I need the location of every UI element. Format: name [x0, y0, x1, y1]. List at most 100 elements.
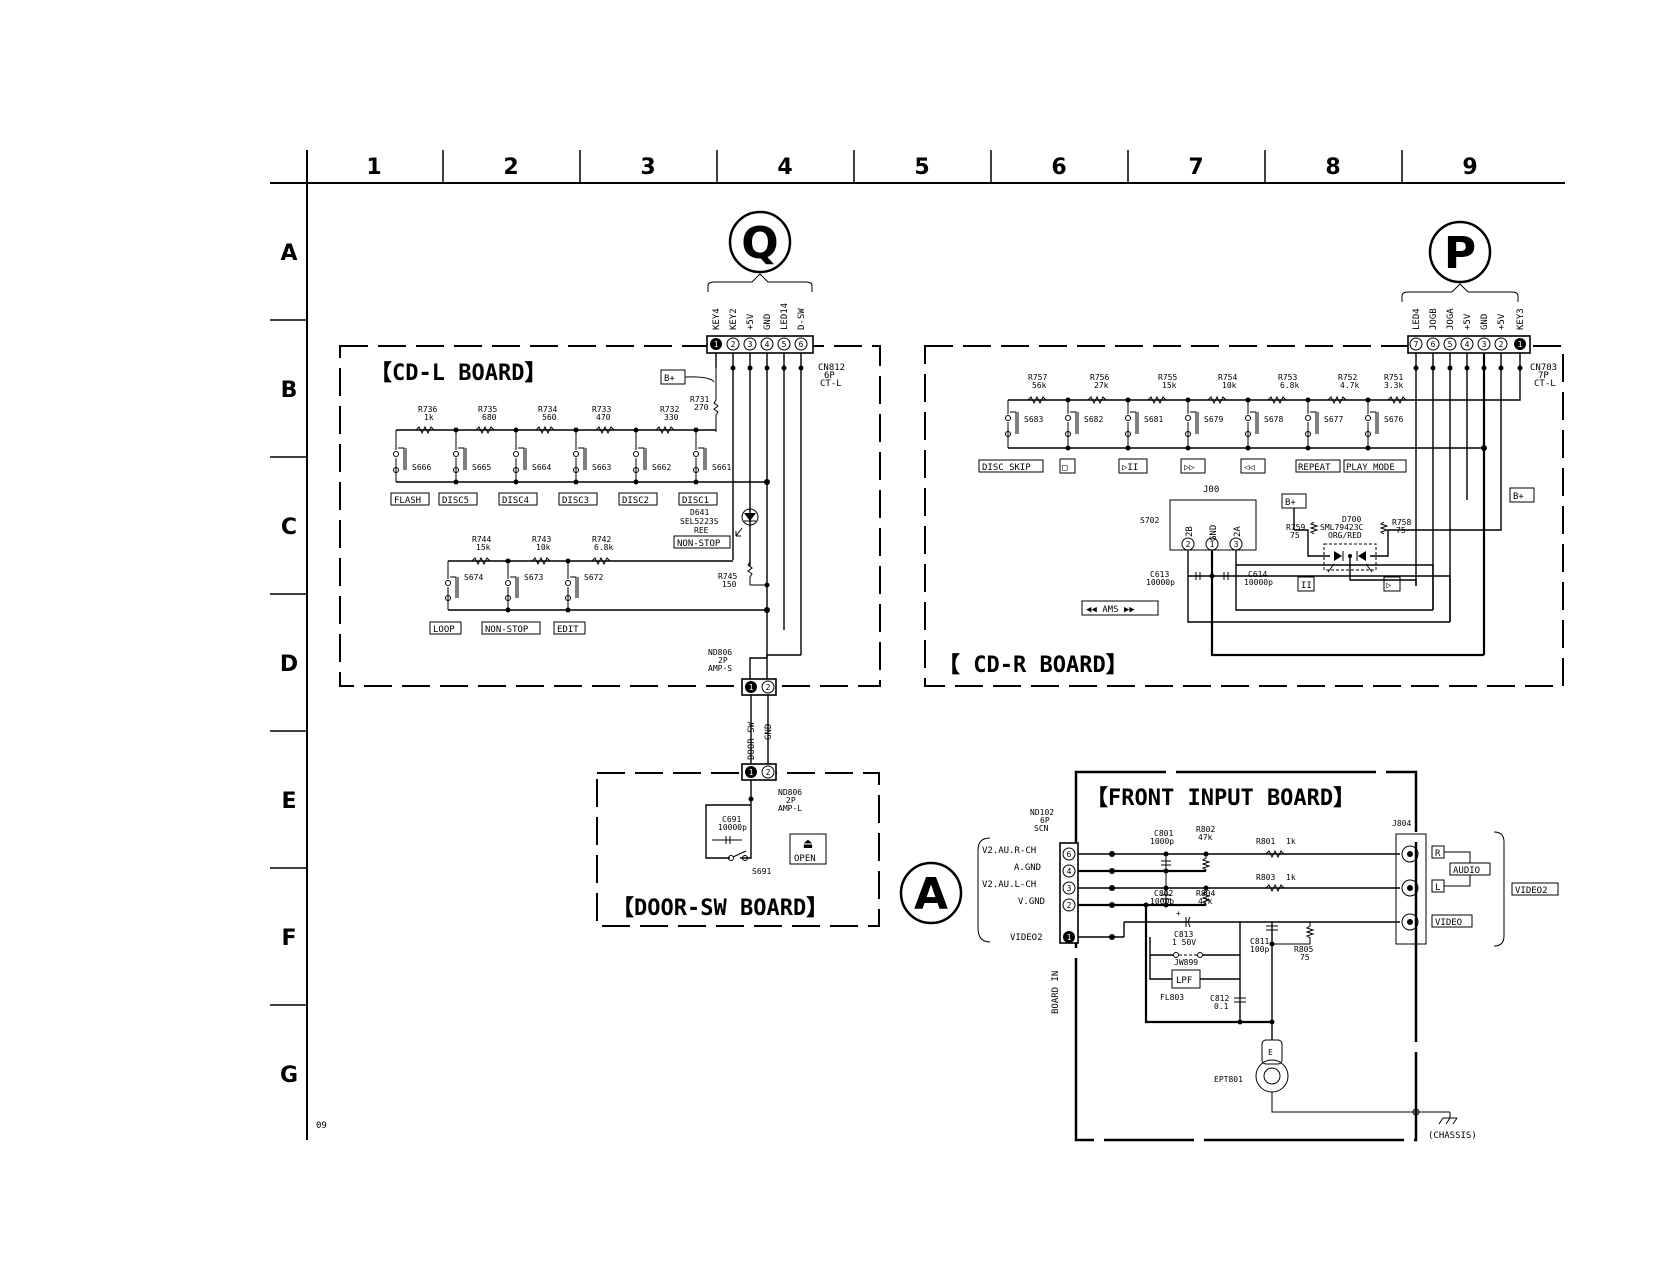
- cdr-bplus-2: B+: [1513, 492, 1524, 502]
- chassis-label: (CHASSIS): [1428, 1131, 1477, 1141]
- btn-flash: FLASH: [394, 496, 421, 506]
- r736-value: 1k: [424, 413, 434, 422]
- r756-value: 27k: [1094, 381, 1109, 390]
- open-label: OPEN: [794, 854, 816, 864]
- grid-row-c: C: [281, 515, 297, 540]
- door-board: 1 2 ND806 2P AMP-L C691 10000p S691 ⏏ OP…: [596, 763, 880, 927]
- wire-door-sw: DOOR SW: [747, 721, 757, 760]
- nd806s-pin-2: 2: [766, 683, 771, 692]
- cn812-ref: CN812: [818, 363, 845, 373]
- cdr-switches: [1005, 400, 1379, 448]
- cdl-title: 【CD-L BOARD】: [370, 361, 546, 386]
- r736-ref: R736: [418, 405, 437, 414]
- r731-value: 270: [694, 403, 709, 412]
- r755-ref: R755: [1158, 373, 1177, 382]
- page-code: 09: [316, 1121, 327, 1131]
- r744-value: 15k: [476, 543, 491, 552]
- jog-num-1: 1: [1210, 540, 1215, 549]
- led-d641-icon: [744, 513, 756, 521]
- s691: S691: [752, 867, 771, 876]
- c801-ref: C801: [1154, 829, 1173, 838]
- r756-ref: R756: [1090, 373, 1109, 382]
- c812-ref: C812: [1210, 994, 1229, 1003]
- nd806l-type: AMP-L: [778, 804, 802, 813]
- c691-value: 10000p: [718, 823, 747, 832]
- cn812-desc: 6P: [824, 371, 835, 381]
- btn-disc2: DISC2: [622, 496, 649, 506]
- cn703-pin-2: 2: [1499, 340, 1504, 349]
- s676: S676: [1384, 415, 1403, 424]
- cn812-pin-5: 5: [782, 340, 787, 349]
- cn703-desc: 7P: [1538, 371, 1549, 381]
- btn-play-mode: PLAY MODE: [1346, 463, 1395, 473]
- c801-value: 1000p: [1150, 837, 1174, 846]
- cdr-board: 【 CD-R BOARD】 7 6 5 4 3 2 1 LED4 JOGB JO…: [924, 308, 1564, 687]
- r732-value: 330: [664, 413, 679, 422]
- r733-ref: R733: [592, 405, 611, 414]
- jw899: JW899: [1174, 958, 1198, 967]
- r742-ref: R742: [592, 535, 611, 544]
- r733-value: 470: [596, 413, 611, 422]
- cn703-label-key3: KEY3: [1516, 308, 1526, 330]
- c614-value: 10000p: [1244, 578, 1273, 587]
- r745-value: 150: [722, 580, 737, 589]
- r757-ref: R757: [1028, 373, 1047, 382]
- cn703-pin-7: 7: [1414, 340, 1419, 349]
- cdr-resistors: [1027, 395, 1407, 405]
- board-in: BOARD IN: [1051, 971, 1061, 1014]
- grid-frame: [270, 150, 1565, 1140]
- btn-stop: □: [1062, 463, 1068, 473]
- nd806s-desc: 2P: [718, 656, 728, 665]
- s665: S665: [472, 463, 491, 472]
- grid-col-1: 1: [366, 155, 381, 180]
- wire-gnd: GND: [764, 724, 774, 740]
- grid-col-7: 7: [1188, 155, 1203, 180]
- s678: S678: [1264, 415, 1283, 424]
- c802-value: 1000p: [1150, 897, 1174, 906]
- cn703-pin-4: 4: [1465, 340, 1470, 349]
- cn812-pin-1: 1: [714, 340, 719, 349]
- jack-video: VIDEO: [1435, 918, 1462, 928]
- d700-part: SML79423C: [1320, 523, 1364, 532]
- s661: S661: [712, 463, 731, 472]
- r744-ref: R744: [472, 535, 491, 544]
- c691-ref: C691: [722, 815, 741, 824]
- nd102-type: SCN: [1034, 824, 1049, 833]
- r732-ref: R732: [660, 405, 679, 414]
- c813-plus: +: [1176, 909, 1181, 918]
- sig-video2: VIDEO2: [1010, 933, 1043, 943]
- cdr-bplus: B+: [1285, 498, 1296, 508]
- r753-value: 6.8k: [1280, 381, 1299, 390]
- c613-ref: C613: [1150, 570, 1169, 579]
- cn703-label-5v-a: +5V: [1463, 313, 1473, 330]
- d700-color: ORG/RED: [1328, 531, 1362, 540]
- grid-row-f: F: [281, 926, 296, 951]
- nd806s-pin-1: 1: [749, 683, 754, 692]
- d641-part: SEL5223S: [680, 517, 719, 526]
- sig-l-ch: V2.AU.L-CH: [982, 880, 1036, 890]
- r803-value: 1k: [1286, 873, 1296, 882]
- r801-value: 1k: [1286, 837, 1296, 846]
- s702: S702: [1140, 516, 1159, 525]
- nd806s-ref: ND806: [708, 648, 732, 657]
- r804-value: 47k: [1198, 897, 1213, 906]
- jog-num-2: 2: [1186, 540, 1191, 549]
- s674: S674: [464, 573, 483, 582]
- front-title: 【FRONT INPUT BOARD】: [1086, 786, 1355, 811]
- r751-value: 3.3k: [1384, 381, 1403, 390]
- r752-value: 4.7k: [1340, 381, 1359, 390]
- cdr-pause-label: II: [1301, 581, 1312, 591]
- cn703-label-gnd: GND: [1480, 314, 1490, 330]
- lpf-label: LPF: [1176, 976, 1192, 986]
- cn703-pin-5: 5: [1448, 340, 1453, 349]
- grid-col-5: 5: [914, 155, 929, 180]
- s662: S662: [652, 463, 671, 472]
- grid-col-2: 2: [503, 155, 518, 180]
- r802-ref: R802: [1196, 825, 1215, 834]
- r752-ref: R752: [1338, 373, 1357, 382]
- cn812-pin-6: 6: [799, 340, 804, 349]
- sig-r-ch: V2.AU.R-CH: [982, 846, 1036, 856]
- jack-j804: [1395, 833, 1427, 945]
- cn812-label-2: KEY2: [729, 308, 739, 330]
- marker-q-circle: [728, 210, 792, 274]
